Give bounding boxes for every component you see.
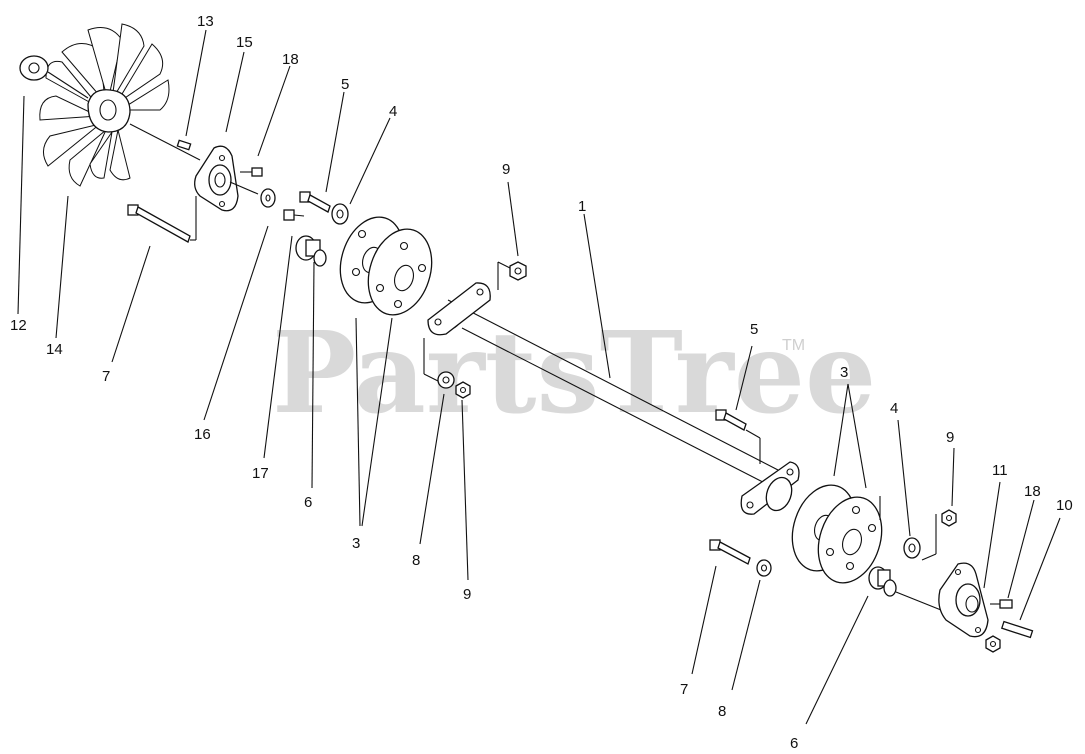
- callout-15: 15: [236, 34, 253, 51]
- leader-lines: [17, 29, 1061, 725]
- shaft-plate-left: [427, 282, 491, 336]
- grease-fitting-right: [990, 599, 1013, 609]
- pulley-right-inner: [817, 496, 883, 584]
- callout-9-right: 9: [946, 429, 954, 446]
- callout-7-right: 7: [680, 681, 688, 698]
- callout-8: 8: [412, 552, 420, 569]
- bolt-7-right: [709, 539, 751, 565]
- callout-8-right: 8: [718, 703, 726, 720]
- callout-9-lower: 9: [463, 586, 471, 603]
- callout-3: 3: [352, 535, 360, 552]
- callout-18-right: 18: [1024, 483, 1041, 500]
- shaft-plate-right: [740, 461, 800, 515]
- spacer-4-left: [331, 203, 349, 225]
- watermark-tm: TM: [782, 337, 805, 354]
- callout-12: 12: [10, 317, 27, 334]
- spacer-4-right: [903, 537, 921, 559]
- watermark-text: PartsTree: [272, 308, 876, 439]
- callout-9: 9: [502, 161, 510, 178]
- callout-13: 13: [197, 13, 214, 30]
- nut-9-right: [941, 509, 957, 527]
- callout-6-right: 6: [790, 735, 798, 752]
- washer-12: [19, 55, 49, 81]
- nut-9-upper: [509, 261, 527, 281]
- bearing-flange-left: [194, 145, 239, 212]
- washer-8-left: [437, 371, 455, 389]
- callout-11: 11: [992, 462, 1008, 479]
- callout-7: 7: [102, 368, 110, 385]
- washer-8-right: [756, 559, 772, 577]
- bushing-6-left: [295, 235, 327, 267]
- bearing-flange-right: [938, 562, 989, 638]
- callout-4-right: 4: [890, 400, 898, 417]
- bolt-5-left: [299, 191, 331, 213]
- nut-9-lower-left: [455, 381, 471, 399]
- callout-14: 14: [46, 341, 63, 358]
- callout-16: 16: [194, 426, 211, 443]
- callout-18: 18: [282, 51, 299, 68]
- callout-3-right: 3: [840, 364, 848, 381]
- key-13: [176, 139, 192, 151]
- callout-6: 6: [304, 494, 312, 511]
- bolt-17: [283, 209, 305, 221]
- fan-blade: [39, 23, 170, 187]
- grease-fitting-left: [240, 167, 263, 177]
- bolt-5-right: [715, 409, 747, 431]
- callout-labels: 13 15 18 5 4 9 1 12 14 7 16 17 6 3 8 9 5…: [10, 13, 1073, 752]
- key-10: [1000, 620, 1034, 639]
- callout-5: 5: [341, 76, 349, 93]
- bushing-6-right: [868, 566, 897, 597]
- callout-10: 10: [1056, 497, 1073, 514]
- bolt-7-left: [127, 204, 191, 243]
- pulley-left-inner: [367, 228, 433, 316]
- nut-9-bottom-right: [985, 635, 1001, 653]
- callout-17: 17: [252, 465, 269, 482]
- callout-1: 1: [578, 198, 586, 215]
- callout-4: 4: [389, 103, 397, 120]
- callout-5-right: 5: [750, 321, 758, 338]
